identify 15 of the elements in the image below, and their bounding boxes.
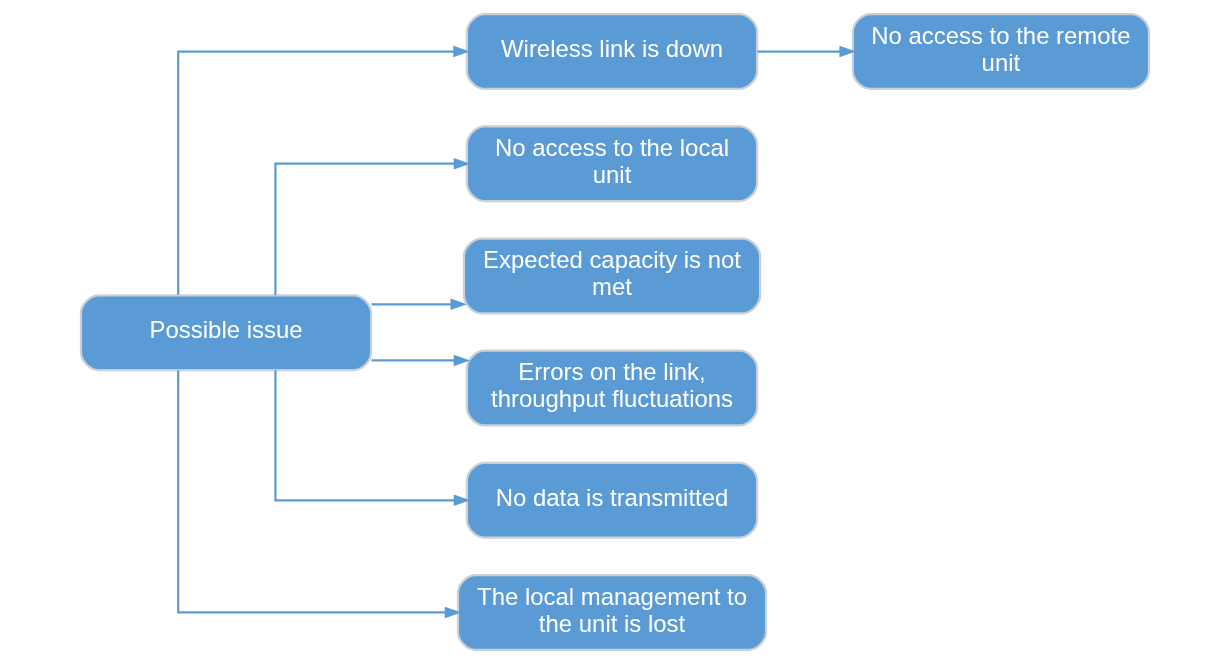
node-box: Possible issue [79,294,372,372]
arrow [176,45,470,295]
arrow [176,370,461,619]
node-box: Errors on the link, throughput fluctuations [465,349,758,427]
node-box: Expected capacity is not met [462,237,761,315]
arrow [370,298,467,311]
arrow [756,45,856,58]
node-box: The local management to the unit is lost [456,573,767,651]
node-box: No access to the remote unit [851,13,1150,91]
arrow [273,157,470,296]
node-box: Wireless link is down [465,13,758,91]
arrow [370,354,470,367]
arrow [273,370,470,507]
node-box: No data is transmitted [465,461,758,539]
node-box: No access to the local unit [465,125,758,203]
